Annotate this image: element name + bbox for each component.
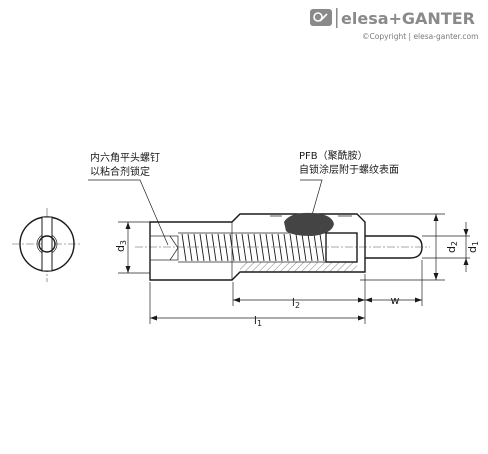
dim-d1-sub: 1 [471,241,480,246]
dim-d2-sub: 2 [450,241,459,246]
nylon-patch [284,212,334,236]
dim-l2-label: l [292,296,295,309]
annotation-right: PFB（聚酰胺） 自锁涂层附于螺纹表面 [299,149,399,223]
svg-text:d1: d1 [466,241,480,253]
dim-w: w [365,260,423,307]
dim-d3-sub: 3 [119,240,128,245]
dim-d3-label: d [114,245,127,252]
annotation-right-line2: 自锁涂层附于螺纹表面 [299,163,399,176]
svg-text:d2: d2 [445,241,459,253]
logo-divider [336,8,338,28]
leader-right [300,179,323,223]
side-view [135,212,430,281]
svg-text:l1: l1 [254,314,262,328]
dim-d2-label: d [445,246,458,253]
end-view [12,208,82,282]
brand-name: elesa+GANTER [341,9,475,28]
spring [181,233,325,262]
dim-d2: d2 [360,213,459,281]
copyright-text: ©Copyright | elesa-ganter.com [362,32,478,41]
annotation-left-line1: 内六角平头螺钉 [90,151,160,164]
annotation-left: 内六角平头螺钉 以粘合剂锁定 [88,151,169,246]
annotation-right-line1: PFB（聚酰胺） [299,149,368,162]
leader-left [88,179,169,246]
dim-w-label: w [391,294,400,307]
dim-d1-label: d [466,246,479,253]
dim-l1-sub: 1 [257,319,262,328]
dim-l2-sub: 2 [295,301,300,310]
dim-d3: d3 [114,221,150,274]
dim-l2: l2 [232,274,366,310]
svg-text:d3: d3 [114,240,128,252]
dim-l1: l1 [149,282,366,328]
annotation-left-line2: 以粘合剂锁定 [90,165,150,178]
svg-text:l2: l2 [292,296,300,310]
dim-d1: d1 [422,222,480,272]
brand-logo: elesa+GANTER ©Copyright | elesa-ganter.c… [310,8,478,41]
dim-l1-label: l [254,314,257,327]
